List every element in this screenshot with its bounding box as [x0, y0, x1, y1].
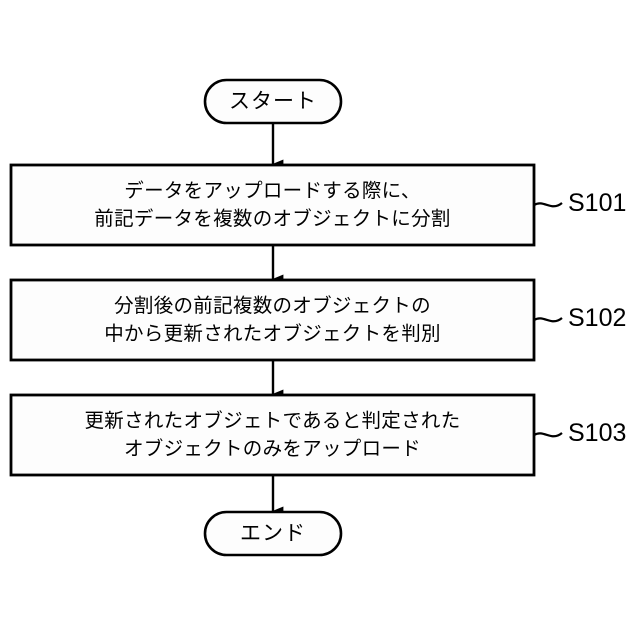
leader-line-s103	[533, 432, 563, 438]
leader-line-s101	[533, 202, 563, 208]
leader-line-s102	[533, 317, 563, 323]
process-s101-shape	[9, 163, 536, 247]
step-label-s103: S103	[568, 419, 627, 447]
terminator-end-shape	[203, 510, 343, 557]
process-s103-shape	[9, 393, 536, 477]
step-label-s102: S102	[568, 304, 627, 332]
step-label-s101: S101	[568, 189, 627, 217]
process-s102-shape	[9, 278, 536, 362]
terminator-start-shape	[203, 78, 343, 125]
